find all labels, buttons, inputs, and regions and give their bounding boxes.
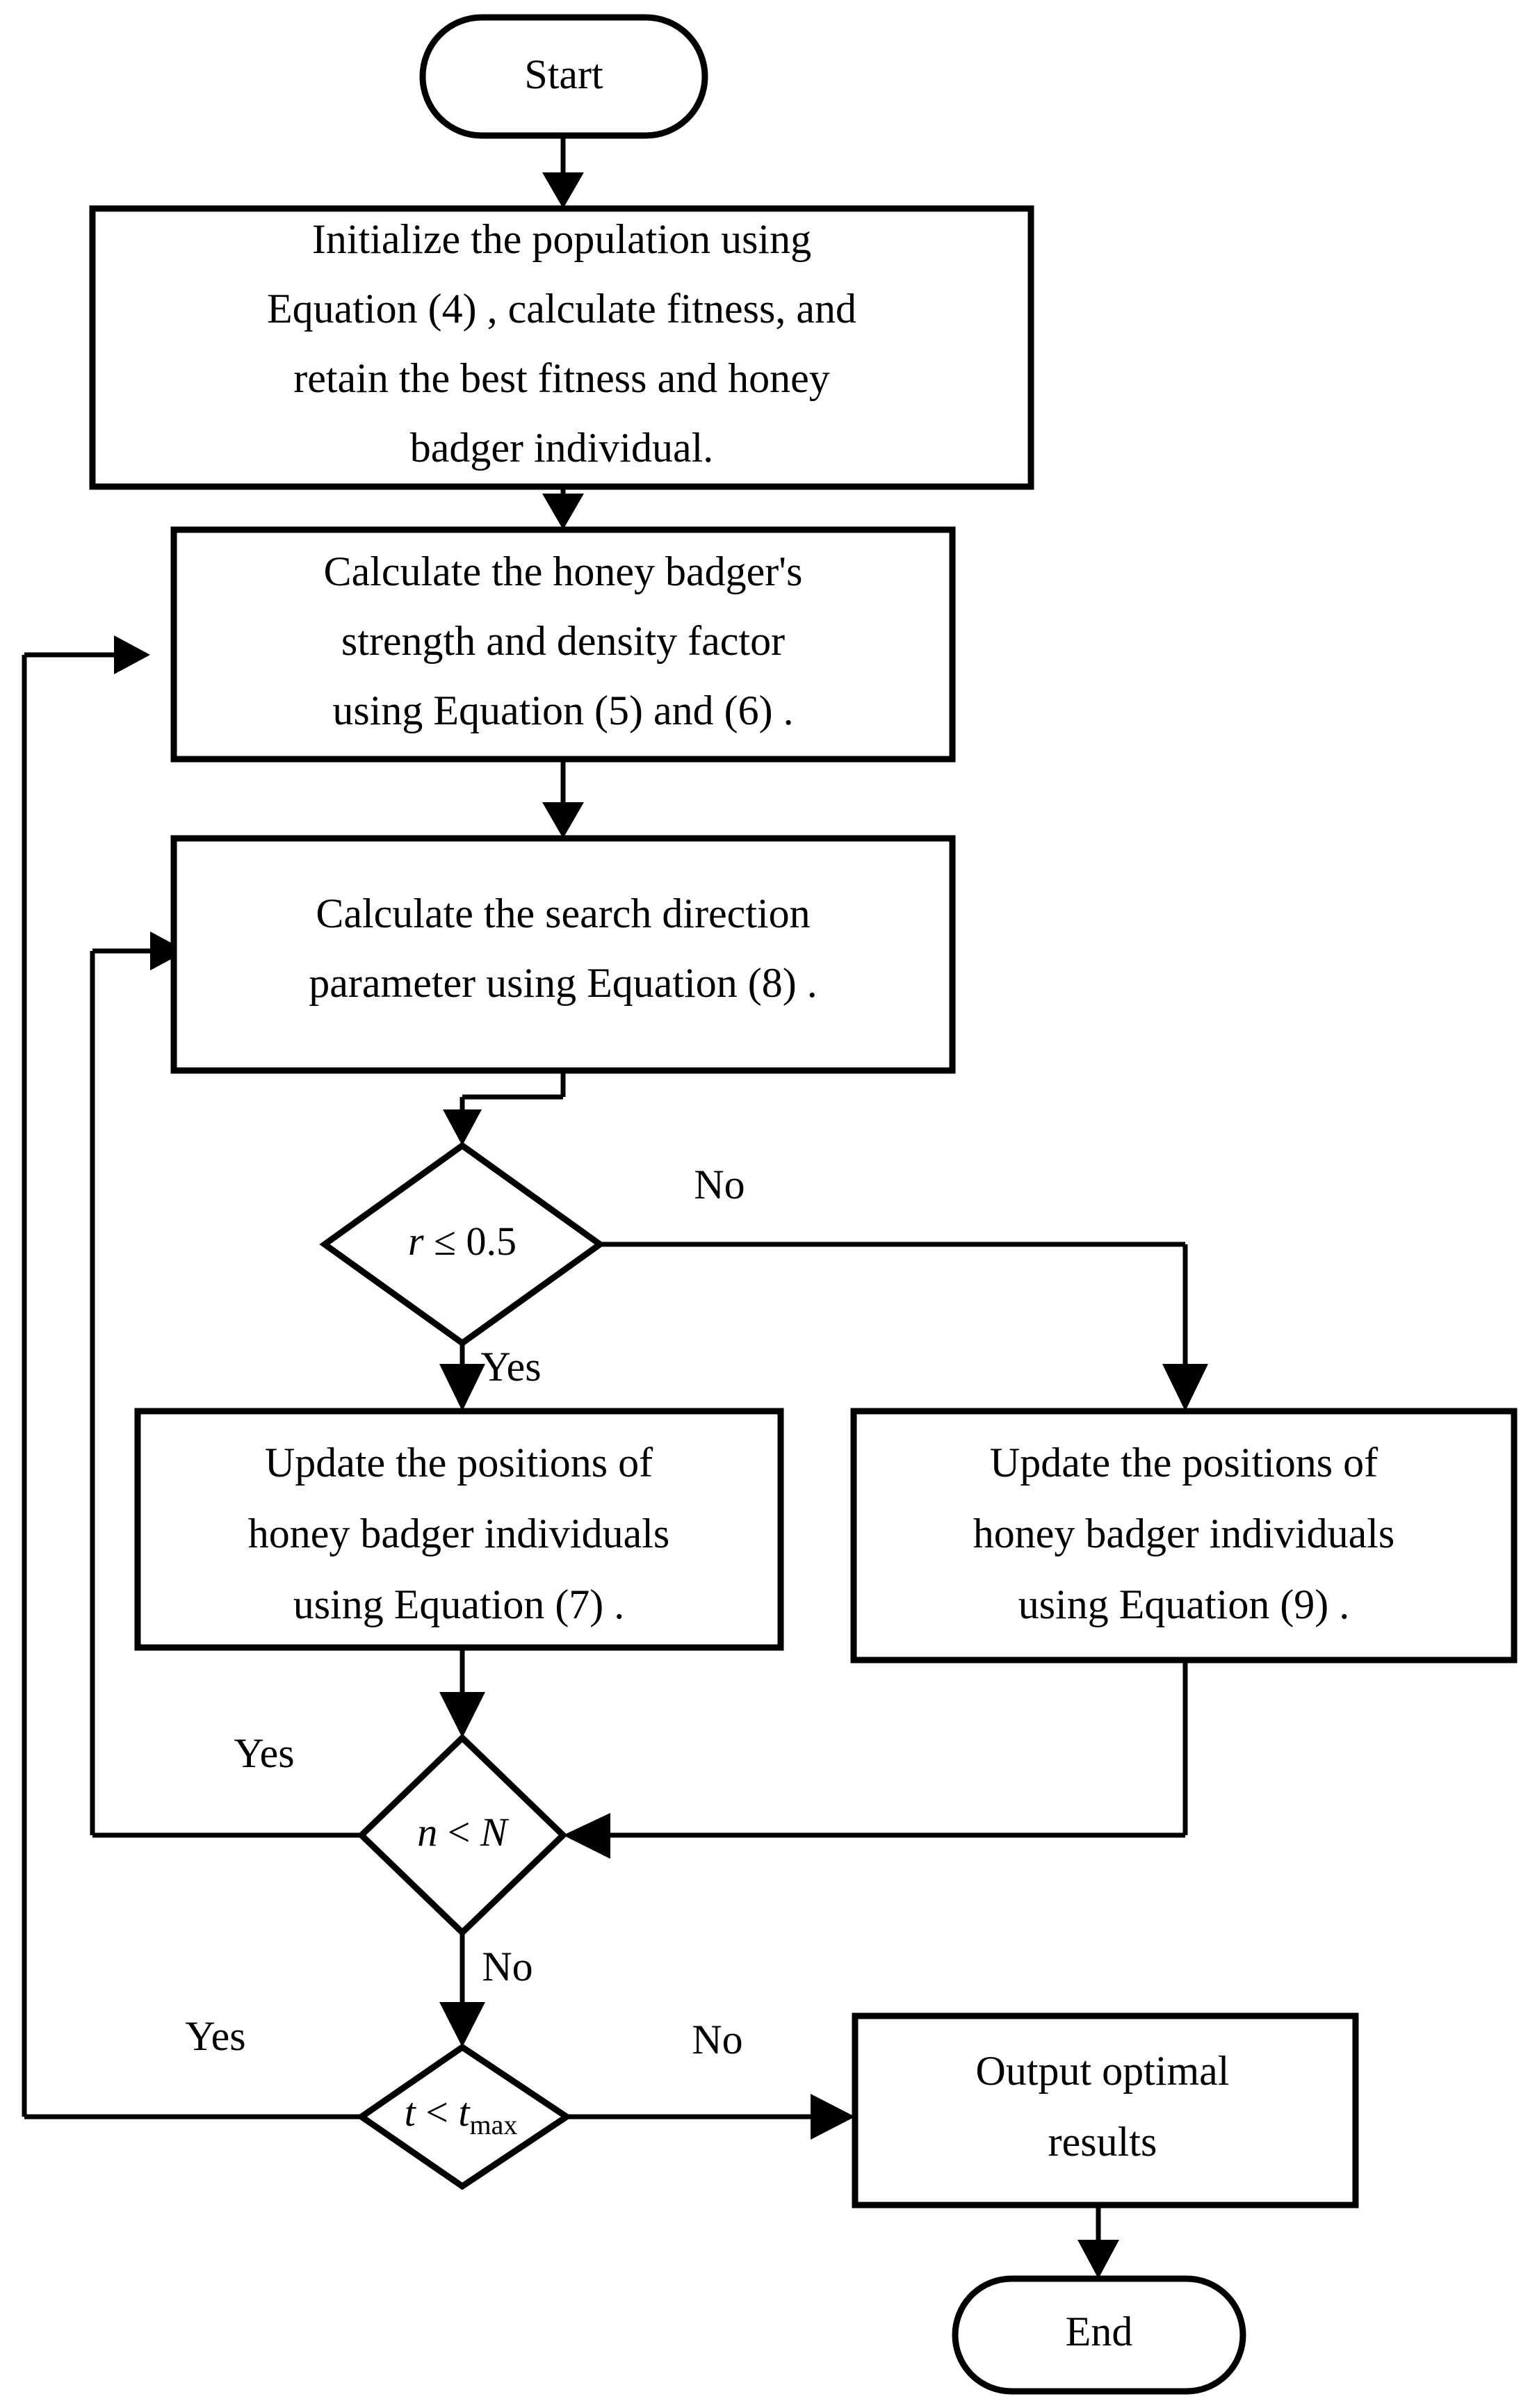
- edge-direction-to-decision-r: [443, 1071, 566, 1146]
- decision-t-var1: t: [405, 2090, 417, 2135]
- edge-update-right-to-decision-n: [563, 1660, 1188, 1859]
- edge-decision-n-yes: [90, 932, 361, 1838]
- node-calculate-search-direction[interactable]: Calculate the search direction parameter…: [170, 835, 956, 1074]
- decision-r-operator: ≤ 0.5: [424, 1219, 517, 1264]
- node-calculate-strength-density[interactable]: Calculate the honey badger's strength an…: [170, 526, 956, 763]
- edge-output-to-end: [1077, 2205, 1119, 2279]
- decision-t-var2: t: [458, 2090, 471, 2135]
- update-right-line-3: using Equation (9) .: [1018, 1581, 1350, 1627]
- decision-n-label: n < N: [417, 1809, 510, 1855]
- decision-t-operator: <: [416, 2090, 459, 2135]
- node-update-positions-eq7[interactable]: Update the positions of honey badger ind…: [134, 1408, 784, 1651]
- decision-n-operator: <: [437, 1809, 480, 1855]
- edge-label-r-yes: Yes: [480, 1344, 541, 1390]
- edge-decision-r-yes: [439, 1343, 485, 1411]
- edge-decision-t-yes: [22, 635, 361, 2120]
- node-end[interactable]: End: [952, 2275, 1246, 2395]
- decision-t-label: t < tmax: [405, 2090, 518, 2140]
- decision-n-var2: N: [480, 1809, 510, 1855]
- direction-line-2: parameter using Equation (8) .: [309, 960, 817, 1006]
- initialize-line-3: retain the best fitness and honey: [293, 355, 829, 401]
- strength-line-3: using Equation (5) and (6) .: [332, 688, 793, 733]
- update-right-line-1: Update the positions of: [990, 1440, 1378, 1486]
- output-line-1: Output optimal: [976, 2048, 1230, 2094]
- decision-r-variable: r: [408, 1219, 424, 1264]
- edge-label-n-no: No: [482, 1944, 532, 1990]
- node-update-positions-eq9[interactable]: Update the positions of honey badger ind…: [850, 1408, 1518, 1663]
- decision-n-var1: n: [417, 1809, 437, 1855]
- decision-t-subscript: max: [470, 2109, 518, 2140]
- edge-start-to-init: [542, 136, 584, 209]
- node-decision-r-threshold[interactable]: r ≤ 0.5: [319, 1141, 605, 1347]
- start-label: Start: [524, 51, 603, 97]
- decision-r-label: r ≤ 0.5: [408, 1219, 517, 1264]
- edge-label-n-yes: Yes: [234, 1730, 294, 1776]
- edge-init-to-strength: [542, 487, 584, 530]
- update-left-line-1: Update the positions of: [265, 1440, 653, 1486]
- initialize-line-4: badger individual.: [410, 425, 714, 471]
- strength-line-2: strength and density factor: [341, 618, 785, 664]
- output-line-2: results: [1048, 2119, 1157, 2165]
- node-decision-t-less-than-tmax[interactable]: t < tmax: [356, 2043, 573, 2190]
- initialize-line-2: Equation (4) , calculate fitness, and: [267, 286, 856, 332]
- edge-decision-n-no: [439, 1933, 485, 2047]
- update-right-line-2: honey badger individuals: [973, 1511, 1395, 1556]
- update-left-line-2: honey badger individuals: [248, 1511, 670, 1556]
- node-start[interactable]: Start: [419, 14, 708, 139]
- edge-decision-t-no: [567, 2094, 855, 2140]
- direction-line-1: Calculate the search direction: [316, 890, 810, 936]
- end-label: End: [1066, 2309, 1133, 2354]
- edge-decision-r-no: [600, 1242, 1208, 1411]
- node-initialize-population[interactable]: Initialize the population using Equation…: [89, 205, 1034, 490]
- edge-label-r-no: No: [694, 1162, 745, 1207]
- node-decision-n-less-than-N[interactable]: n < N: [357, 1733, 568, 1937]
- initialize-line-1: Initialize the population using: [312, 216, 811, 262]
- edge-label-t-no: No: [692, 2017, 742, 2063]
- edge-update-left-to-decision-n: [439, 1648, 485, 1738]
- strength-line-1: Calculate the honey badger's: [324, 548, 803, 594]
- edge-strength-to-direction: [542, 759, 584, 838]
- edge-label-t-yes: Yes: [185, 2013, 245, 2059]
- update-left-line-3: using Equation (7) .: [293, 1581, 625, 1627]
- node-output-optimal-results[interactable]: Output optimal results: [852, 2012, 1359, 2208]
